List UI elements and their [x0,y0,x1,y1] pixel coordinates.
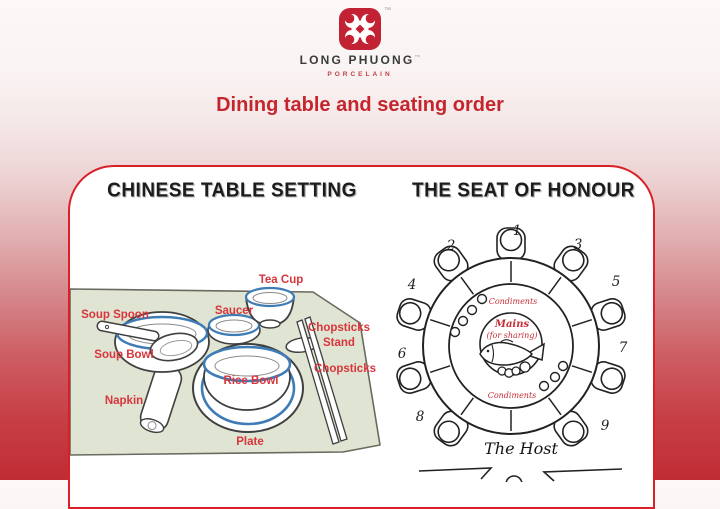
table-setting-illustration: Soup Spoon Soup Bowl Napkin Saucer Tea C… [70,274,381,456]
label-soup-bowl: Soup Bowl [94,349,153,361]
brand-tagline: PORCELAIN [327,71,393,78]
label-chopsticks-stand-1: Chopsticks [308,322,370,334]
label-napkin: Napkin [105,395,143,407]
label-mains: Mains [494,319,530,330]
label-plate: Plate [236,436,264,448]
label-condiments-top: Condiments [489,297,538,306]
seat-number-1: 1 [513,223,522,239]
label-chopsticks-stand-2: Stand [323,337,355,349]
seat-number-2: 2 [446,238,456,254]
brand-logo-icon [338,7,382,51]
chopsticks [296,316,348,445]
label-the-host: The Host [484,439,558,458]
dumplings [497,361,531,378]
infographic-card: CHINESE TABLE SETTING THE SEAT OF HONOUR [68,165,655,509]
label-rice-bowl: Rice Bowl [224,375,279,387]
logo-trademark: ™ [384,7,391,14]
fish-illustration [479,339,545,366]
label-soup-spoon: Soup Spoon [81,309,149,321]
seat-number-8: 8 [416,409,425,425]
seat-number-4: 4 [407,277,417,293]
page-title: Dining table and seating order [216,94,504,116]
label-saucer: Saucer [215,305,254,317]
rice-bowl [202,343,292,411]
seat-number-7: 7 [619,340,628,356]
condiment-dishes [449,293,569,392]
place-setting-ticks [429,261,593,431]
brand-name-text: LONG PHUONG [299,53,415,67]
seat-number-9: 9 [601,418,610,434]
porcelain-mark-icon [339,8,381,50]
tea-cup [244,286,296,329]
seat-number-5: 5 [612,274,621,290]
saucer [207,313,261,345]
brand-name-trademark: ™ [414,55,421,61]
label-condiments-bottom: Condiments [488,391,537,400]
label-chopsticks: Chopsticks [314,363,376,375]
label-for-sharing: (for sharing) [486,331,537,340]
table-setting-heading: CHINESE TABLE SETTING [107,179,357,202]
brand-name: LONG PHUONG™ [0,53,720,67]
seat-number-3: 3 [574,237,583,253]
seat-of-honour-illustration: Condiments Mains (for sharing) Condiment… [396,223,628,482]
host-arrows [418,467,623,482]
seat-number-6: 6 [398,346,407,362]
host-figure [505,475,523,482]
soup-spoon [96,320,199,362]
seat-of-honour-heading: THE SEAT OF HONOUR [412,179,635,202]
label-tea-cup: Tea Cup [259,274,304,286]
